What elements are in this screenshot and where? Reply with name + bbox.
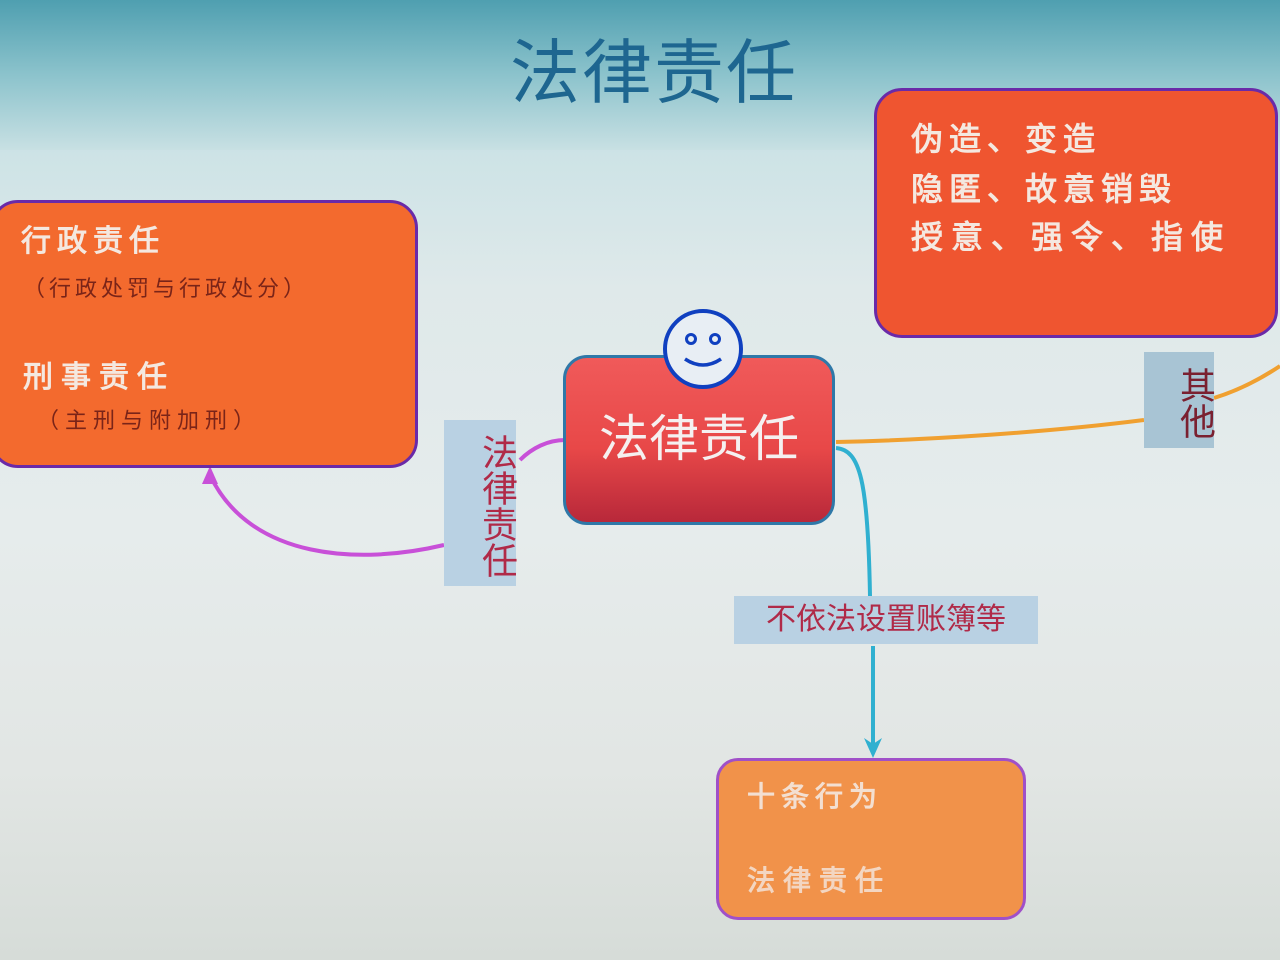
arrow-up-icon: [202, 466, 218, 484]
node-text-criminal-detail: （主刑与附加刑）: [37, 409, 262, 434]
edge-right-cont: [1213, 364, 1280, 400]
edge-left-curve: [208, 474, 445, 557]
edge-bottom: [835, 446, 872, 597]
edge-label-legal-liability[interactable]: 法律责任: [444, 420, 517, 586]
node-text-falsify: 伪造、变造: [911, 120, 1102, 158]
node-text-admin-detail: （行政处罚与行政处分）: [23, 277, 310, 302]
node-text-conceal: 隐匿、故意销毁: [911, 170, 1178, 208]
node-text-legal-liability: 法律责任: [747, 864, 892, 897]
edge-label-other[interactable]: 其他: [1144, 352, 1215, 448]
edge-left: [518, 438, 566, 462]
central-topic-label: 法律责任: [599, 410, 799, 468]
smiley-face-icon: [663, 309, 743, 389]
arrow-down-icon: [864, 738, 882, 758]
node-falsify-conceal[interactable]: 伪造、变造 隐匿、故意销毁 授意、强令、指使: [874, 88, 1278, 338]
node-text-admin-liability: 行政责任: [21, 224, 165, 259]
node-ten-behaviors[interactable]: 十条行为 法律责任: [716, 758, 1026, 920]
node-text-criminal-liability: 刑事责任: [23, 360, 175, 395]
node-text-ten-behaviors: 十条行为: [747, 780, 884, 813]
node-admin-criminal-liability[interactable]: 行政责任 （行政处罚与行政处分） 刑事责任 （主刑与附加刑）: [0, 200, 418, 468]
slide-title: 法律责任: [510, 32, 798, 114]
edge-label-improper-books[interactable]: 不依法设置账簿等: [734, 596, 1038, 644]
central-topic-node[interactable]: 法律责任: [563, 355, 835, 525]
edge-right: [835, 418, 1145, 444]
node-text-instigate: 授意、强令、指使: [911, 218, 1232, 256]
